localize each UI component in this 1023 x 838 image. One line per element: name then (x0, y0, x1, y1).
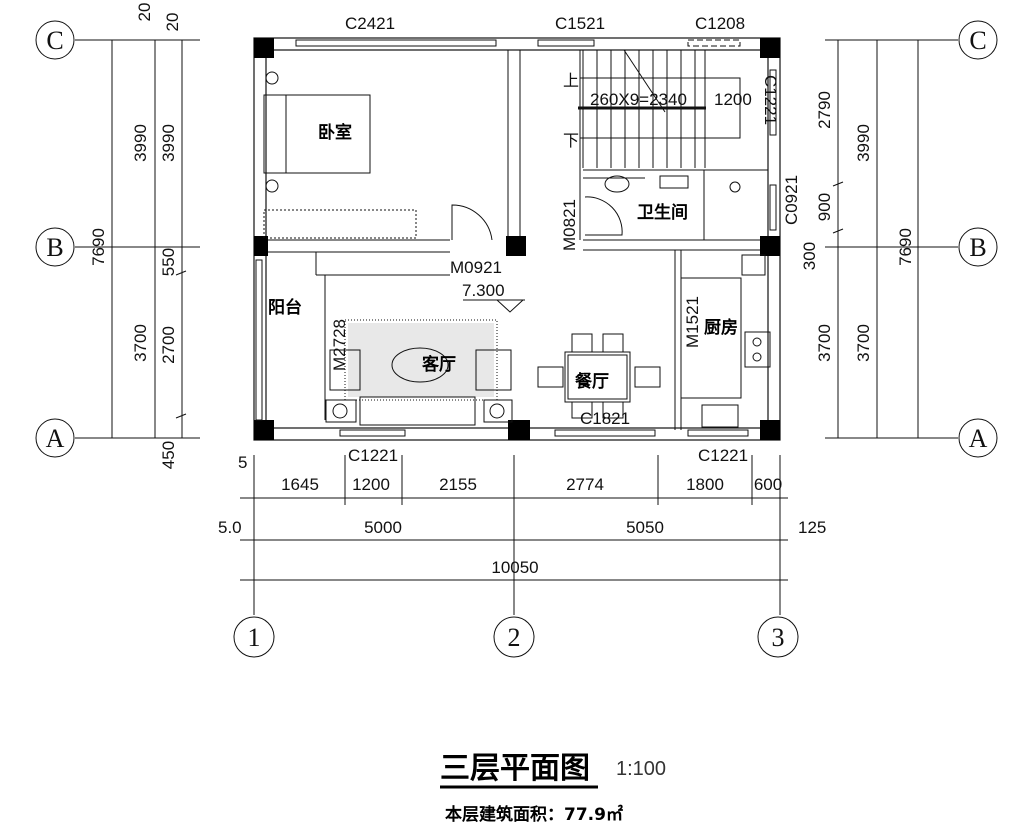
drawing-scale: 1:100 (616, 758, 666, 780)
window-c1221-right: C1221 (761, 75, 780, 125)
right-dim-total: 7690 (896, 228, 915, 266)
left-dim-top-b: 20 (163, 13, 182, 32)
door-m0821: M0821 (560, 199, 579, 251)
living-rug (344, 319, 498, 401)
staircase[interactable]: 上 下 260X9=2340 1200 (563, 49, 752, 168)
right-dim-outer-low: 300 (800, 242, 819, 270)
axis-c-left: C (46, 26, 63, 55)
left-axis-markers: C B A (35, 20, 75, 458)
wardrobe (263, 209, 417, 239)
bottom-dim-5050: 5050 (626, 518, 664, 537)
bottom-dim-600: 600 (754, 475, 782, 494)
bottom-dim-2155: 2155 (439, 475, 477, 494)
right-axis-markers: C B A (958, 20, 998, 458)
dining-table (537, 333, 661, 419)
room-living: 客厅 (421, 354, 456, 375)
door-swing-m0821 (584, 196, 623, 236)
axis-3: 3 (772, 623, 785, 652)
floor-area: 本层建筑面积：77.9㎡ (445, 804, 623, 825)
window-c2421: C2421 (345, 14, 395, 33)
room-balcony: 阳台 (268, 297, 302, 318)
left-dim-inner-top: 3990 (159, 124, 178, 162)
right-dim-outer-bottom: 3700 (815, 324, 834, 362)
axis-b-right: B (969, 233, 986, 262)
bed (263, 71, 371, 193)
drawing-title: 三层平面图 (440, 751, 590, 786)
axis-1: 1 (248, 623, 261, 652)
bottom-dim-left-offset: 5 (238, 453, 247, 472)
window-c1221-bottom-left: C1221 (348, 446, 398, 465)
axis-c-right: C (969, 26, 986, 55)
room-dining: 餐厅 (575, 371, 609, 392)
room-bedroom: 卧室 (318, 122, 352, 143)
left-dim-inner-mid: 550 (159, 248, 178, 276)
columns (254, 38, 780, 440)
bottom-dim-row2-left: 5.0 (218, 518, 242, 537)
left-dim-top-a: 20 (135, 3, 154, 22)
right-dim-mid-bottom: 3700 (854, 324, 873, 362)
left-dimensions: 7690 3990 3700 3990 550 2700 20 20 450 (75, 3, 200, 469)
windows (255, 39, 777, 437)
stair-treads-dim: 260X9=2340 (590, 90, 687, 109)
window-c1821: C1821 (580, 409, 630, 428)
stair-down-label: 下 (563, 133, 579, 150)
axis-a-right: A (969, 424, 988, 453)
room-bathroom: 卫生间 (637, 202, 688, 223)
right-dim-outer-top: 2790 (815, 91, 834, 129)
bottom-axis-markers: 1 2 3 (233, 616, 799, 658)
elevation-marker: 7.300 (462, 281, 525, 313)
left-dim-inner-bottom: 2700 (159, 326, 178, 364)
door-m0921: M0921 (450, 258, 502, 277)
bathroom-fixtures (604, 175, 741, 193)
axis-2: 2 (508, 623, 521, 652)
door-swing-m0921 (451, 204, 493, 241)
kitchen-fixtures (680, 254, 771, 428)
bottom-dim-2774: 2774 (566, 475, 604, 494)
room-kitchen: 厨房 (704, 317, 738, 338)
window-c1521: C1521 (555, 14, 605, 33)
left-dim-total: 7690 (89, 228, 108, 266)
sofa (325, 349, 513, 426)
stair-width-dim: 1200 (714, 90, 752, 109)
right-dimensions: 2790 900 300 3700 3990 3700 7690 (800, 39, 958, 439)
left-dim-outer-bottom: 3700 (131, 324, 150, 362)
door-m1521: M1521 (683, 296, 702, 348)
left-dim-outer-top: 3990 (131, 124, 150, 162)
bottom-dim-total: 10050 (491, 558, 538, 577)
bottom-dimensions: 5 1645 1200 2155 2774 1800 600 5.0 5000 … (218, 453, 826, 615)
right-dim-outer-mid: 900 (815, 193, 834, 221)
bottom-dim-1645: 1645 (281, 475, 319, 494)
bottom-dim-1200: 1200 (352, 475, 390, 494)
bottom-dim-1800: 1800 (686, 475, 724, 494)
axis-b-left: B (46, 233, 63, 262)
door-m2728: M2728 (330, 319, 349, 371)
left-dim-bottom: 450 (159, 441, 178, 469)
bottom-dim-125: 125 (798, 518, 826, 537)
window-c1221-bottom-right: C1221 (698, 446, 748, 465)
stair-up-label: 上 (563, 72, 579, 90)
right-dim-mid-top: 3990 (854, 124, 873, 162)
window-c0921: C0921 (782, 175, 801, 225)
elevation-value: 7.300 (462, 281, 505, 300)
bottom-dim-5000: 5000 (364, 518, 402, 537)
axis-a-left: A (46, 424, 65, 453)
window-c1208: C1208 (695, 14, 745, 33)
